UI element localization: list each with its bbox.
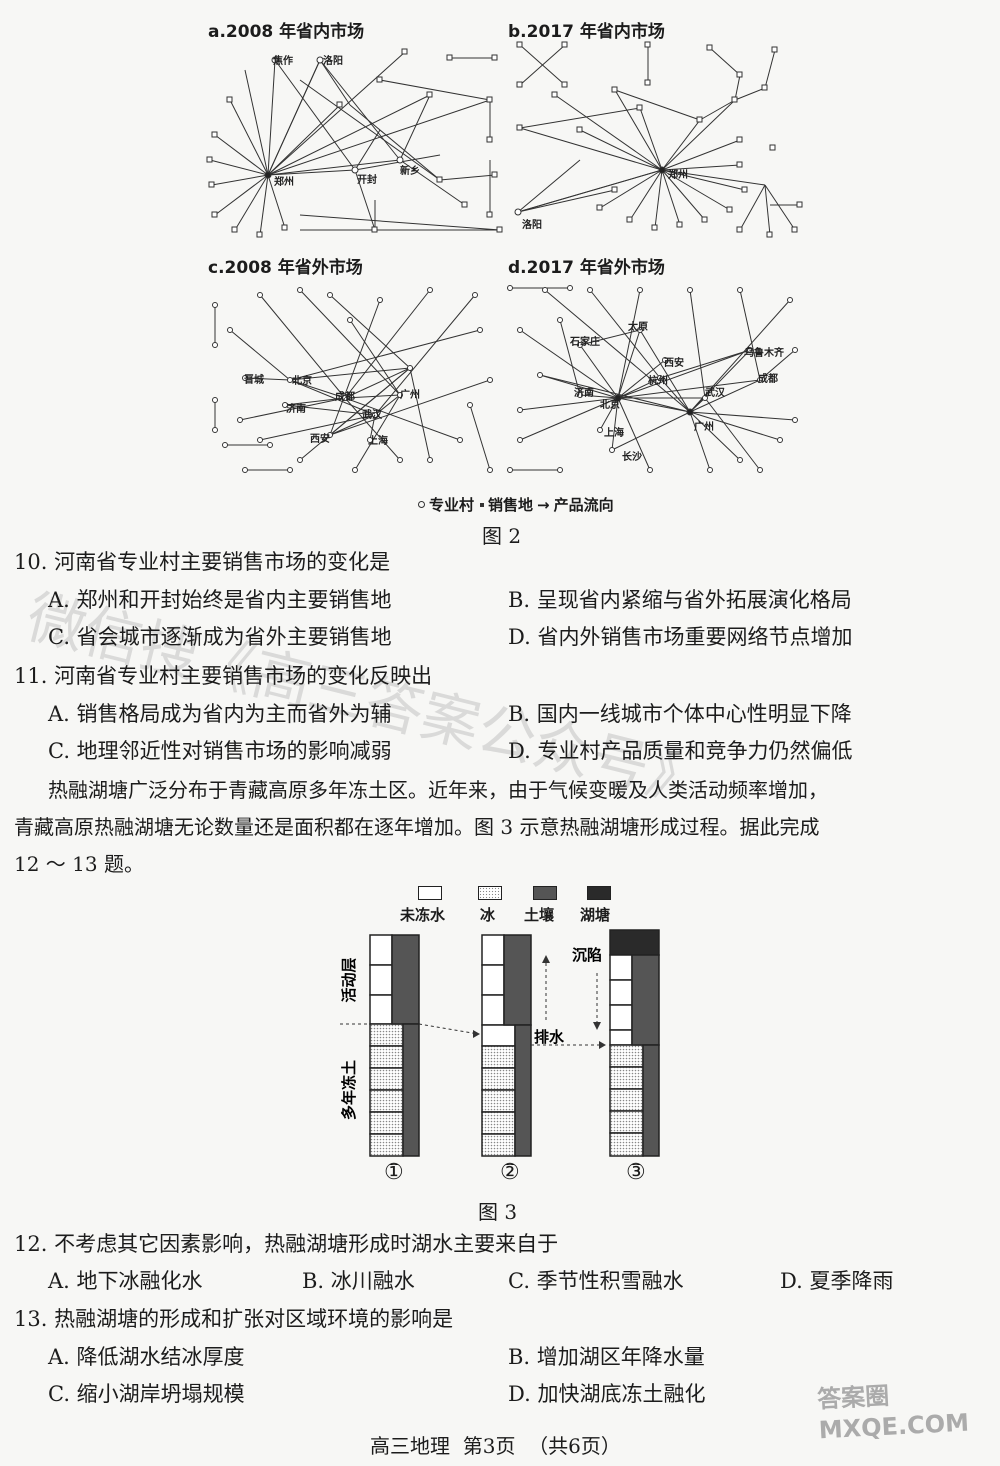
question-10-option-d: D. 省内外销售市场重要网络节点增加 [508, 625, 853, 649]
site-logo: 答案圈 MXQE.COM [816, 1381, 970, 1445]
figure3-legend: 未冻水 冰 土壤 湖塘 [400, 886, 660, 928]
question-13-option-a: A. 降低湖水结冰厚度 [48, 1345, 245, 1369]
legend-swatch-ice [478, 886, 502, 900]
question-11-option-c: C. 地理邻近性对销售市场的影响减弱 [48, 739, 392, 763]
permafrost-diagram: 活动层 多年冻土 排水 沉陷 ① ② ③ [340, 929, 660, 1165]
legend-label-soil: 土壤 [524, 906, 555, 924]
network-panel-b [517, 44, 800, 236]
legend-label-pond: 湖塘 [580, 906, 611, 924]
legend-label-water: 未冻水 [400, 906, 446, 924]
panel-d-city-10: 广州 [694, 420, 714, 433]
label-active-layer: 活动层 [340, 957, 358, 1002]
stage-2: ② [500, 1160, 520, 1185]
panel-b-title: b.2017 年省内市场 [508, 22, 665, 42]
panel-c-title: c.2008 年省外市场 [208, 258, 363, 278]
label-permafrost: 多年冻土 [340, 1060, 358, 1120]
panel-c-city-0: 晋城 [244, 373, 264, 386]
question-13-option-b: B. 增加湖区年降水量 [508, 1345, 705, 1369]
legend-sales: 销售地 [488, 496, 534, 514]
question-10-option-a: A. 郑州和开封始终是省内主要销售地 [48, 588, 392, 612]
panel-c-city-1: 北京 [292, 374, 312, 387]
panel-c-city-2: 济南 [286, 402, 306, 415]
stage-labels: ① ② ③ [340, 1160, 680, 1190]
panel-d-city-9: 上海 [604, 426, 624, 439]
question-12-stem: 12. 不考虑其它因素影响，热融湖塘形成时湖水主要来自于 [14, 1232, 559, 1256]
question-10-option-b: B. 呈现省内紧缩与省外拓展演化格局 [508, 588, 852, 612]
stage-label-1: ① [384, 1161, 404, 1165]
question-11-option-d: D. 专业村产品质量和竞争力仍然偏低 [508, 739, 853, 763]
network-figure: 焦作 洛阳 郑州 开封 新乡 [206, 41, 803, 473]
column-stage-1 [369, 934, 420, 1157]
panel-d-city-5: 济南 [574, 386, 594, 399]
legend-swatch-soil [533, 886, 557, 900]
legend-flow: 产品流向 [553, 496, 614, 514]
panel-a-city-2: 郑州 [274, 175, 294, 188]
panel-a-city-4: 新乡 [400, 164, 420, 177]
legend-swatch-pond [587, 886, 611, 900]
question-13-option-c: C. 缩小湖岸坍塌规模 [48, 1382, 245, 1406]
question-10-option-c: C. 省会城市逐渐成为省外主要销售地 [48, 625, 392, 649]
village-marker-icon [418, 501, 425, 508]
figure2-caption: 图 2 [482, 524, 522, 548]
network-panel-d-nodes [507, 285, 798, 473]
panel-a-city-1: 洛阳 [323, 54, 343, 67]
network-panel-c [214, 289, 491, 471]
stage-label-2: ② [500, 1161, 520, 1165]
question-13-stem: 13. 热融湖塘的形成和扩张对区域环境的影响是 [14, 1307, 454, 1331]
network-panel-a-nodes [206, 48, 503, 238]
sales-marker-icon [480, 502, 485, 507]
panel-d-city-0: 太原 [627, 320, 648, 333]
panel-a-title: a.2008 年省内市场 [208, 22, 365, 42]
question-12-option-d: D. 夏季降雨 [780, 1269, 894, 1293]
question-12-option-c: C. 季节性积雪融水 [508, 1269, 684, 1293]
panel-d-city-7: 武汉 [705, 386, 726, 399]
stage-label-3: ③ [626, 1161, 646, 1165]
panel-c-city-7: 上海 [368, 434, 388, 447]
panel-d-city-2: 西安 [664, 356, 684, 369]
legend-swatch-water [418, 886, 442, 900]
question-13-option-d: D. 加快湖底冻土融化 [508, 1382, 706, 1406]
panel-d-city-1: 石家庄 [569, 335, 600, 348]
figure3-caption: 图 3 [478, 1200, 518, 1224]
stage-1: ① [384, 1160, 404, 1185]
stage-3: ③ [626, 1160, 646, 1185]
page-footer: 高三地理 第3页 （共6页） [370, 1434, 621, 1458]
panel-c-city-4: 武汉 [362, 408, 383, 421]
panel-d-city-8: 成都 [758, 372, 778, 385]
panel-d-title: d.2017 年省外市场 [508, 258, 665, 278]
network-panel-b-nodes [514, 41, 803, 238]
column-stage-2 [481, 934, 532, 1157]
question-12-option-b: B. 冰川融水 [302, 1269, 415, 1293]
passage-line-3: 12 ～ 13 题。 [14, 852, 144, 876]
panel-c-city-6: 西安 [310, 432, 330, 445]
panel-d-city-11: 长沙 [622, 450, 642, 463]
question-11-stem: 11. 河南省专业村主要销售市场的变化反映出 [14, 664, 433, 688]
passage-line-1: 热融湖塘广泛分布于青藏高原多年冻土区。近年来，由于气候变暖及人类活动频率增加， [48, 778, 828, 802]
question-10-stem: 10. 河南省专业村主要销售市场的变化是 [14, 550, 391, 574]
network-panel-c-nodes [212, 287, 493, 473]
panel-d-city-3: 乌鲁木齐 [744, 346, 785, 359]
panel-a-city-0: 焦作 [272, 54, 293, 67]
panel-b-city-0: 郑州 [668, 168, 688, 181]
panel-c-city-3: 成都 [335, 390, 355, 403]
column-stage-3 [609, 929, 660, 1157]
panel-d-city-4: 杭州 [648, 374, 668, 387]
question-12-option-a: A. 地下冰融化水 [48, 1269, 203, 1293]
label-subside: 沉陷 [572, 946, 602, 964]
network-panel-a [209, 51, 501, 236]
label-drain: 排水 [534, 1028, 565, 1046]
panel-c-city-5: 广州 [400, 388, 420, 401]
arrow-right-icon: → [537, 495, 550, 514]
passage-line-2: 青藏高原热融湖塘无论数量还是面积都在逐年增加。图 3 示意热融湖塘形成过程。据此… [14, 815, 820, 839]
question-11-option-b: B. 国内一线城市个体中心性明显下降 [508, 702, 852, 726]
legend-village: 专业村 [429, 496, 475, 514]
panel-b-city-1: 洛阳 [522, 218, 542, 231]
panel-d-city-6: 北京 [600, 398, 620, 411]
legend-label-ice: 冰 [480, 906, 496, 924]
figure2-legend: 专业村 销售地 → 产品流向 [418, 494, 614, 515]
question-11-option-a: A. 销售格局成为省内为主而省外为辅 [48, 702, 392, 726]
panel-a-city-3: 开封 [357, 173, 377, 186]
